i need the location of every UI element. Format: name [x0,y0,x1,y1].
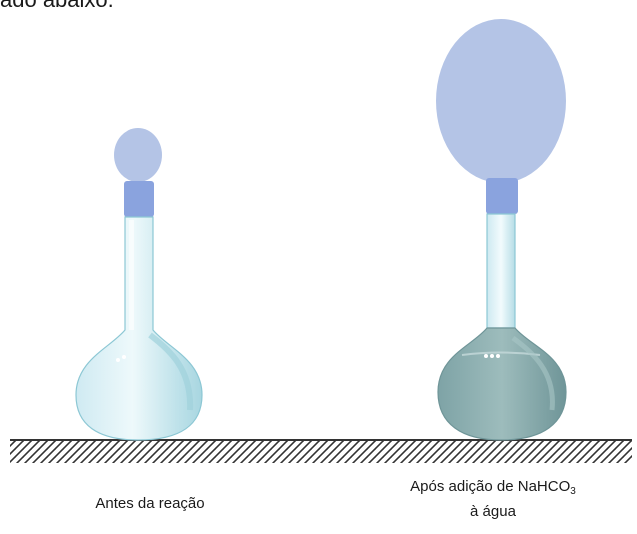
bubble-right-1 [484,354,488,358]
bubble-right-2 [490,354,494,358]
header-partial-text: ado abaixo. [0,0,114,14]
flask-body-right [437,327,567,441]
neck-highlight-left [129,220,134,330]
caption-after-line2: à água [470,503,516,520]
bubble-left-1 [116,358,120,362]
neck-band-right [486,178,518,214]
caption-after-prefix: Após adição de NaHCO [410,478,571,495]
flask-reflection-right [511,335,555,411]
flask-before [75,128,203,441]
bubble-left-2 [122,355,126,359]
flask-body-left [75,216,203,441]
balloon-small [114,128,162,182]
balloon-large [436,19,566,183]
neck-band-left [124,181,154,217]
ground-hatch [10,441,632,463]
flask-reflection-left [148,332,194,411]
flask-after [436,19,567,441]
ground [10,439,632,463]
caption-after: Após adição de NaHCO3 à água [393,477,593,522]
bubble-right-3 [496,354,500,358]
caption-after-line1: Após adição de NaHCO3 [393,477,593,502]
caption-after-subscript: 3 [570,486,576,497]
flask-neck-right [486,213,516,329]
caption-before: Antes da reação [95,495,205,512]
